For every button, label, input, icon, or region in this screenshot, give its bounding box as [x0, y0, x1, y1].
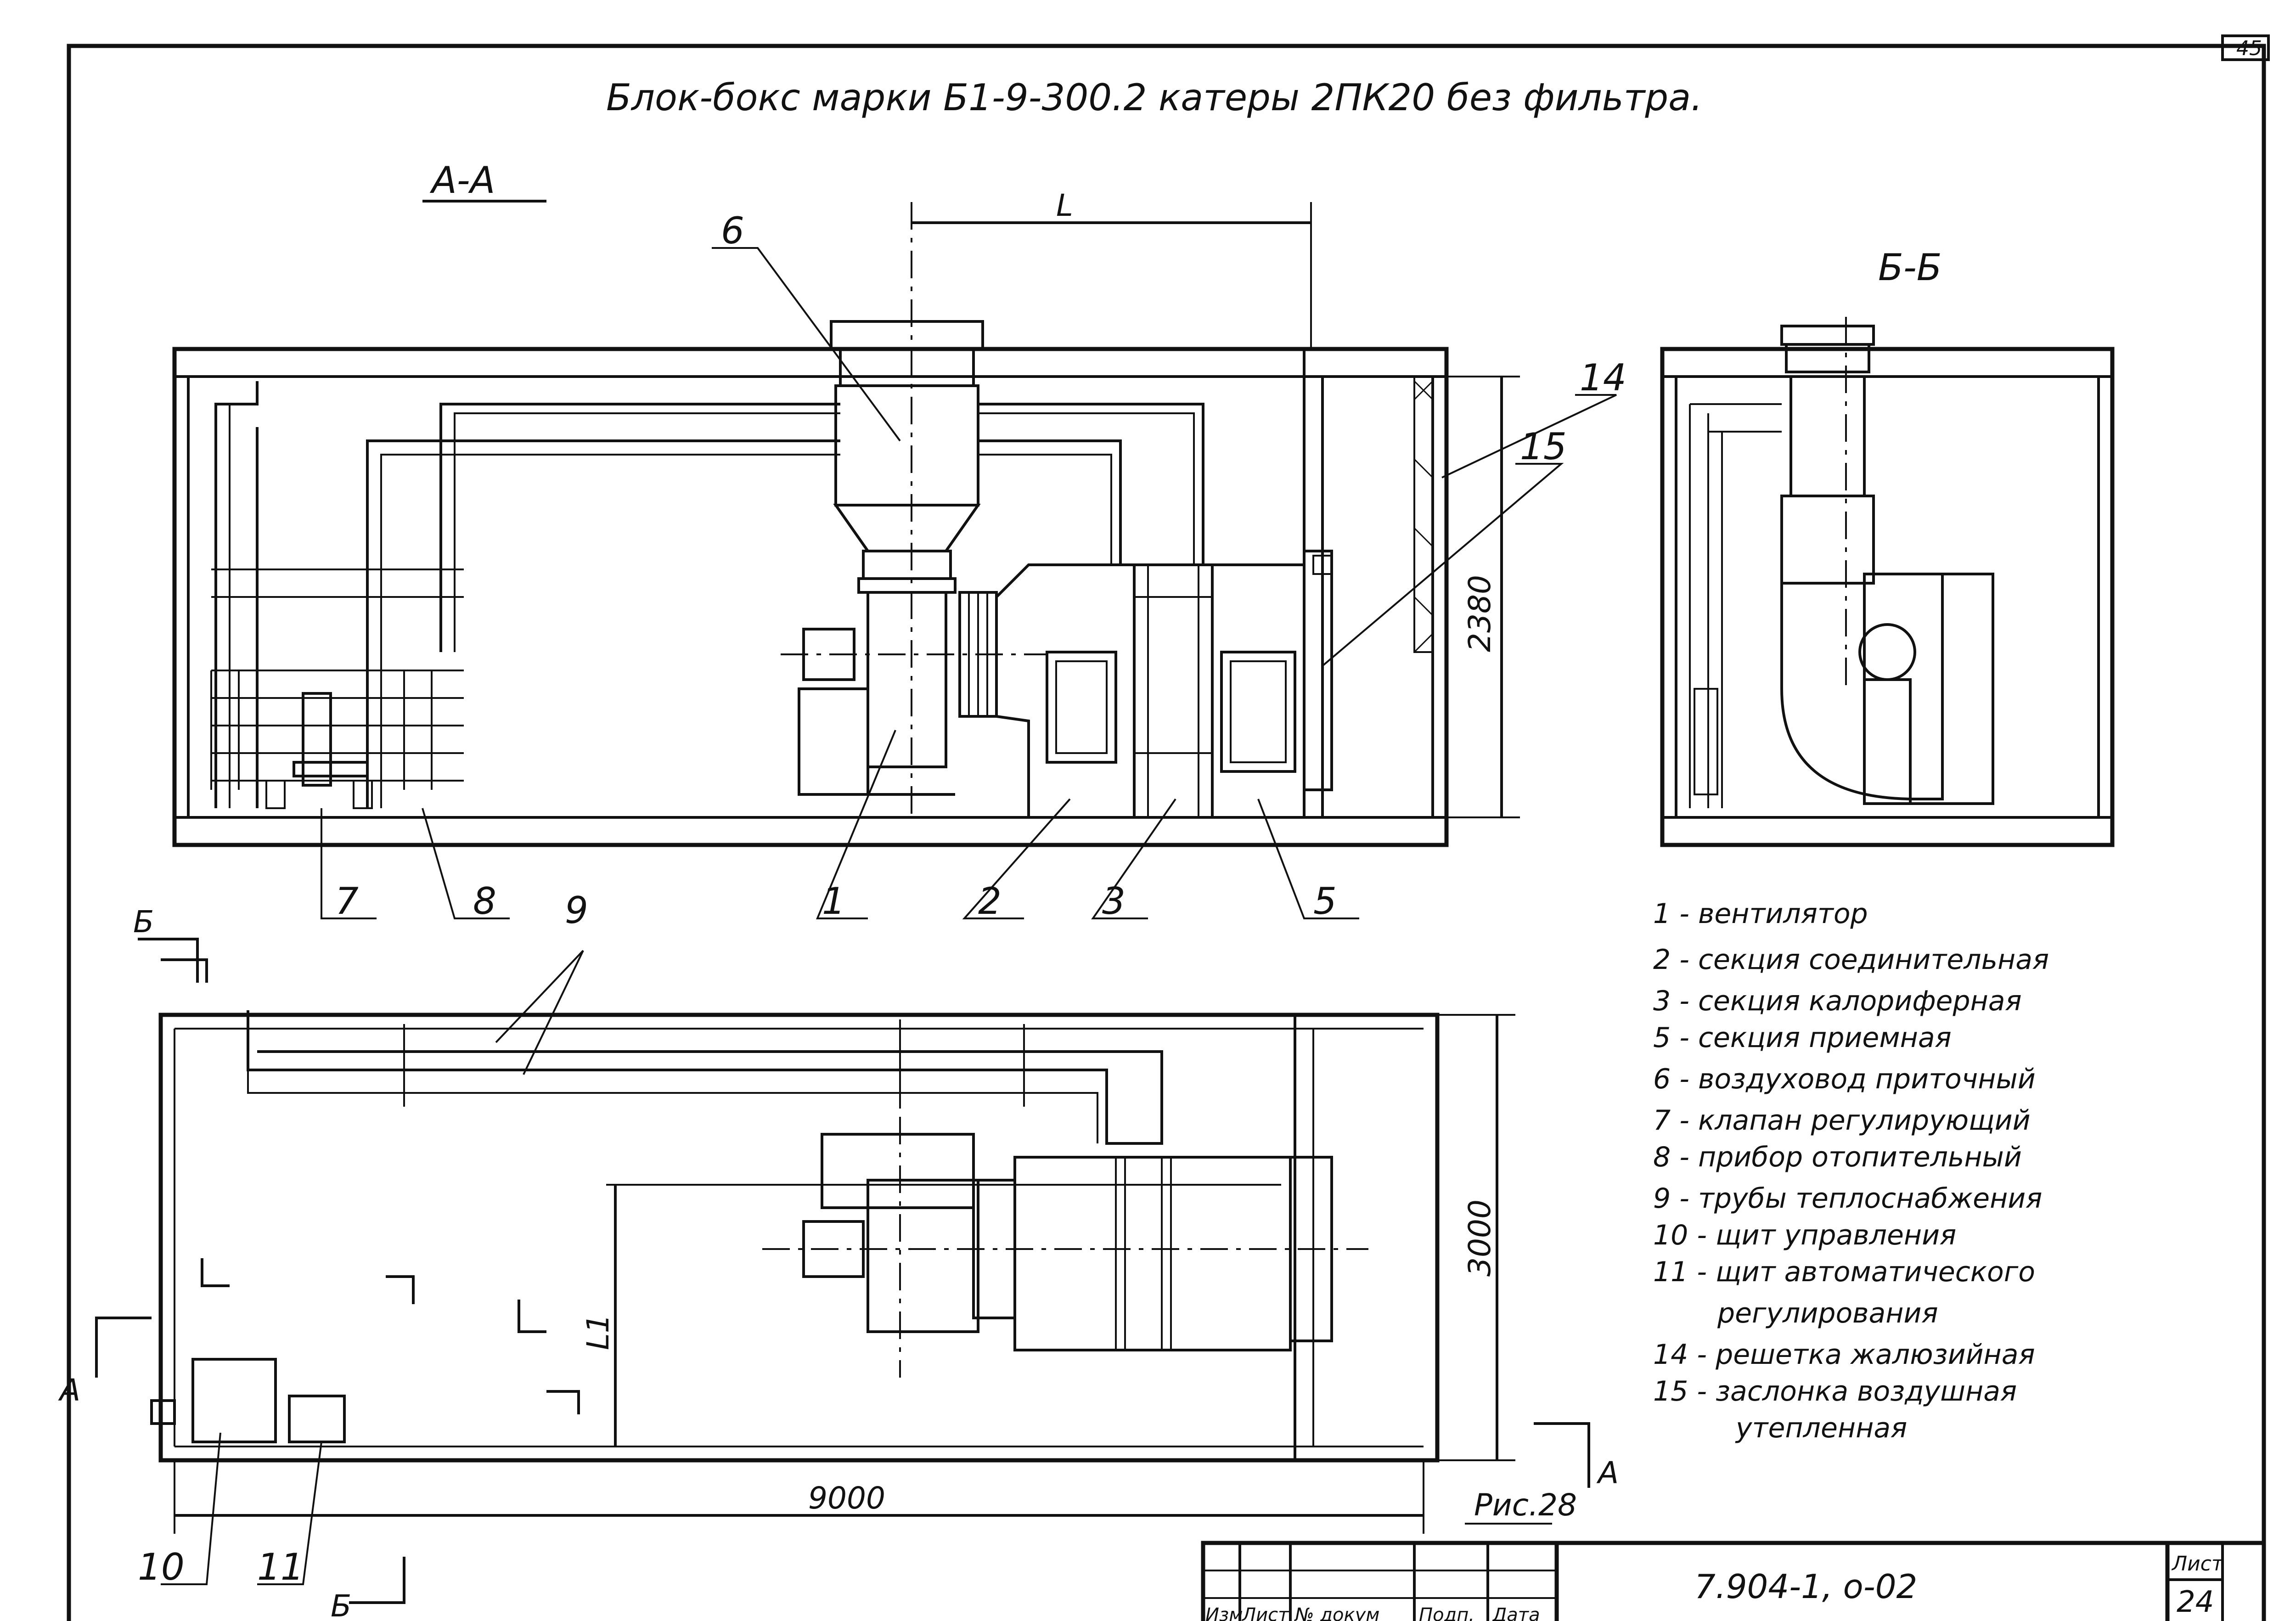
legend-item-14: 14 - решетка жалюзийная — [1653, 1339, 2035, 1371]
corner-number-box — [2221, 34, 2270, 61]
callout-11: 11 — [257, 1546, 304, 1588]
legend-item-9: 9 - трубы теплоснабжения — [1653, 1182, 2042, 1215]
drawing-title: Блок-бокс марки Б1-9-300.2 катеры 2ПК20 … — [606, 76, 1703, 119]
legend-item-11: 11 - щит автоматического — [1653, 1256, 2035, 1288]
section-bb-view — [1660, 317, 2115, 847]
tb-header-doc: № докум — [1294, 1604, 1379, 1621]
tb-sheet-number: 24 — [2177, 1585, 2214, 1619]
tb-header-date: Дата — [1491, 1604, 1540, 1621]
dim-l1: L1 — [580, 1314, 616, 1350]
cut-marker-a-right: А — [1596, 1455, 1619, 1491]
dim-2380: 2380 — [1462, 575, 1497, 652]
sheet-frame — [67, 44, 2266, 1621]
legend-item-1: 1 - вентилятор — [1653, 898, 1868, 930]
tb-designation: 7.904-1, о-02 — [1694, 1567, 1917, 1606]
section-aa-label: А-А — [429, 159, 495, 202]
legend-item-7: 7 - клапан регулирующий — [1653, 1104, 2031, 1137]
callout-1: 1 — [822, 880, 845, 923]
dim-3000: 3000 — [1462, 1199, 1497, 1277]
plan-view — [95, 938, 1590, 1604]
cut-marker-a-left: А — [58, 1373, 80, 1408]
callout-14: 14 — [1580, 356, 1626, 399]
legend-item-8: 8 - прибор отопительный — [1653, 1141, 2022, 1173]
tb-header-sign: Подп. — [1419, 1604, 1474, 1621]
callout-5: 5 — [1313, 880, 1337, 923]
callout-6: 6 — [721, 209, 744, 252]
section-aa-view: L 2380 — [172, 188, 1617, 919]
tb-header-list: Лист — [1241, 1604, 1289, 1621]
legend-item-5: 5 - секция приемная — [1653, 1022, 1952, 1054]
cut-marker-b-top: Б — [133, 904, 154, 940]
legend-item-6: 6 - воздуховод приточный — [1653, 1063, 2036, 1095]
callout-7: 7 — [335, 880, 359, 923]
title-block — [1201, 1541, 2266, 1621]
callout-3: 3 — [1102, 880, 1125, 923]
legend-item-2: 2 - секция соединительная — [1653, 944, 2049, 976]
callout-10: 10 — [138, 1546, 185, 1588]
callout-8: 8 — [473, 880, 496, 923]
legend-item-11-cont: регулирования — [1717, 1297, 1938, 1329]
callout-15: 15 — [1520, 425, 1567, 468]
dim-9000: 9000 — [808, 1480, 885, 1516]
legend: 1 - вентилятор 2 - секция соединительная… — [1653, 898, 2049, 1444]
tb-sheet-label: Лист — [2171, 1552, 2224, 1576]
legend-item-15: 15 - заслонка воздушная — [1653, 1375, 2017, 1407]
dim-l: L — [1056, 188, 1073, 223]
callout-9: 9 — [565, 889, 588, 932]
legend-item-15-cont: утепленная — [1735, 1412, 1907, 1444]
tb-header-izm: Изм — [1205, 1604, 1243, 1621]
section-bb-label: Б-Б — [1878, 246, 1942, 289]
cut-marker-b-bottom: Б — [331, 1588, 351, 1621]
figure-label: Рис.28 — [1474, 1487, 1577, 1523]
legend-item-3: 3 - секция калориферная — [1653, 985, 2022, 1017]
corner-number: 45 — [2236, 37, 2262, 60]
callout-2: 2 — [978, 880, 1002, 923]
legend-item-10: 10 - щит управления — [1653, 1219, 1956, 1251]
